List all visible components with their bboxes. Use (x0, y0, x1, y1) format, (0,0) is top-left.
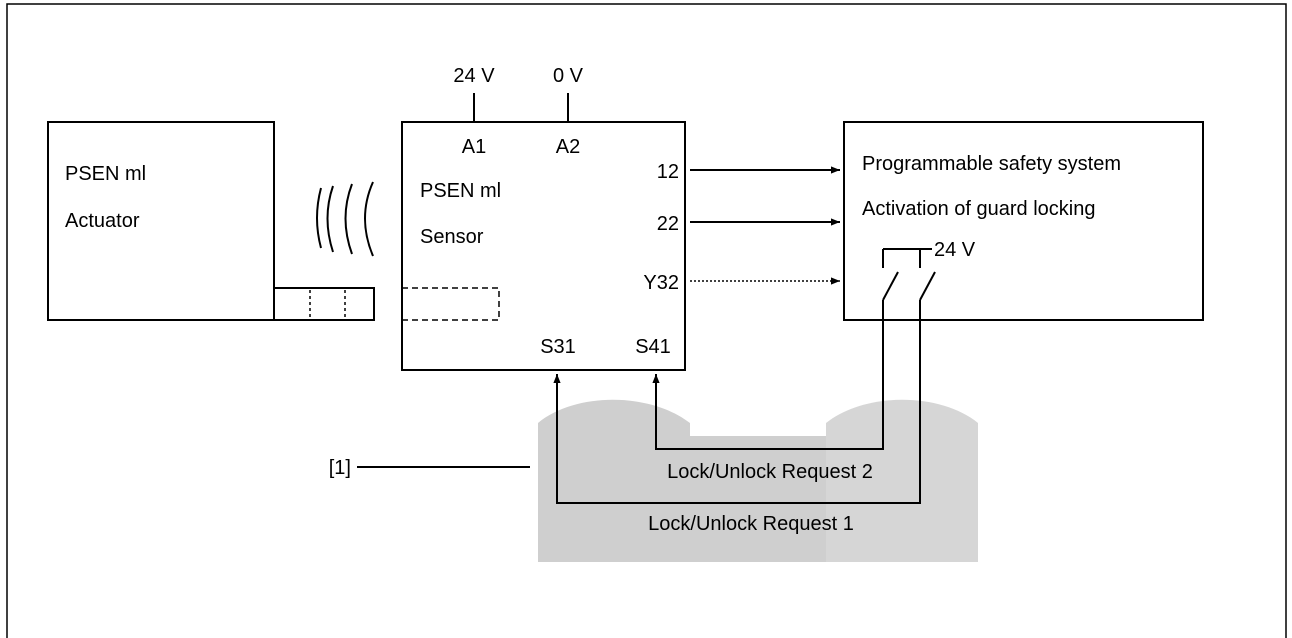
request-1-label: Lock/Unlock Request 1 (648, 513, 854, 535)
safety-system-box (843, 121, 1204, 321)
terminal-a2: A2 (556, 136, 580, 158)
terminal-s41: S41 (635, 336, 671, 358)
callout: [1] (329, 457, 530, 479)
power-supply: 24 V 0 V (453, 65, 584, 122)
terminal-12: 12 (657, 161, 679, 183)
terminal-a1: A1 (462, 136, 486, 158)
switch-1-contact (882, 271, 899, 301)
signal-arc (364, 181, 374, 257)
terminal-22: 22 (657, 213, 679, 235)
safety-system: Programmable safety system Activation of… (843, 121, 1204, 321)
sensor-label-line1: PSEN ml (420, 180, 501, 202)
actuator-box (47, 121, 275, 321)
shaded-area (538, 399, 978, 562)
signal-arc (344, 183, 353, 255)
actuator-tab (273, 287, 375, 321)
signal-arc (326, 185, 334, 253)
safety-system-supply-label: 24 V (934, 239, 976, 261)
shaded-area-left (538, 399, 826, 562)
request-2-wire (652, 300, 884, 450)
callout-label: [1] (329, 457, 351, 479)
terminal-s31: S31 (540, 336, 576, 358)
sensor-dashed-zone (401, 287, 500, 321)
output-signals (690, 166, 840, 285)
sensor-box (401, 121, 686, 371)
supply-24v-label: 24 V (453, 65, 495, 87)
supply-0v-label: 0 V (553, 65, 584, 87)
diagram-frame (6, 3, 1287, 638)
request-wiring (553, 300, 921, 504)
switch-2-contact (919, 271, 936, 301)
actuator-label-line2: Actuator (65, 210, 140, 232)
shaded-area-right (826, 399, 978, 562)
safety-system-label-line1: Programmable safety system (862, 153, 1121, 175)
actuator-label-line1: PSEN ml (65, 163, 146, 185)
sensor-label-line2: Sensor (420, 226, 484, 248)
sensor: PSEN ml Sensor A1 A2 12 22 Y32 S31 S41 (401, 121, 686, 371)
actuator: PSEN ml Actuator (47, 121, 375, 321)
wireless-signal-icon (316, 181, 374, 257)
signal-arc (316, 187, 322, 249)
safety-system-label-line2: Activation of guard locking (862, 198, 1095, 220)
terminal-y32: Y32 (643, 272, 679, 294)
request-1-wire (553, 300, 921, 504)
request-2-label: Lock/Unlock Request 2 (667, 461, 873, 483)
